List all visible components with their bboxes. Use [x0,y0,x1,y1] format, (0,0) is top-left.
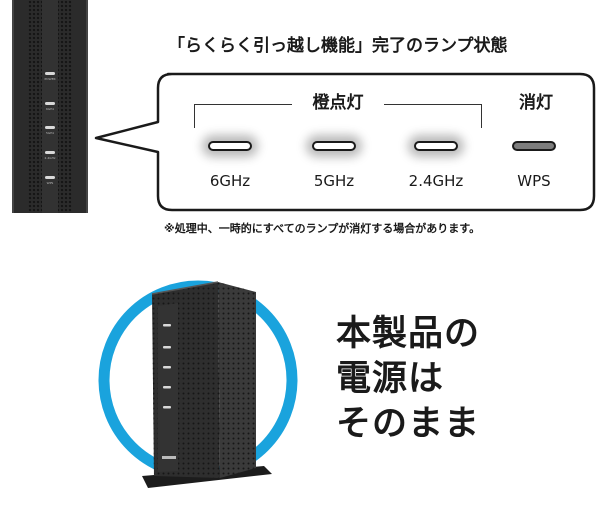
message-line-1: 本製品の [336,314,481,354]
led-panel [42,0,58,213]
5ghz-led [45,126,55,129]
wps-led-label: WPS [46,181,54,185]
6ghz-lamp [208,141,252,151]
router-led [163,366,171,369]
lamp-note: ※処理中、一時的にすべてのランプが消灯する場合があります。 [164,222,481,235]
router-led [163,406,171,409]
router-drawing [98,280,298,488]
5ghz-lamp-label: 5GHz [313,172,355,190]
lamp-status-heading: 「らくらく引っ越し機能」完了のランプ状態 [168,36,508,56]
2-4ghz-led-label: 2.4GHz [44,156,56,160]
wps-lamp-label: WPS [517,172,551,190]
message-line-2: 電源は [336,359,445,399]
power-led [45,72,55,75]
2-4ghz-led [45,151,55,154]
power-message: 本製品の 電源は そのまま [336,312,556,447]
router-led [163,346,171,349]
6ghz-lamp-label: 6GHz [209,172,251,190]
6ghz-led-label: 6GHz [45,107,55,111]
wps-led [45,176,55,179]
power-led-label: POWER [44,77,56,81]
router-illustration [96,276,336,502]
off-group-label: 消灯 [504,92,568,114]
wps-lamp [512,141,556,151]
brand-logo [162,456,176,459]
router-front-view: POWER 6GHz 5GHz 2.4GHz WPS [12,0,88,213]
6ghz-led [45,102,55,105]
router-led [163,386,171,389]
2-4ghz-lamp [414,141,458,151]
5ghz-led-label: 5GHz [45,131,55,135]
router-led [163,324,171,327]
2-4ghz-lamp-label: 2.4GHz [408,172,464,190]
5ghz-lamp [312,141,356,151]
message-line-3: そのまま [336,404,481,444]
lit-group-label: 橙点灯 [292,92,384,114]
